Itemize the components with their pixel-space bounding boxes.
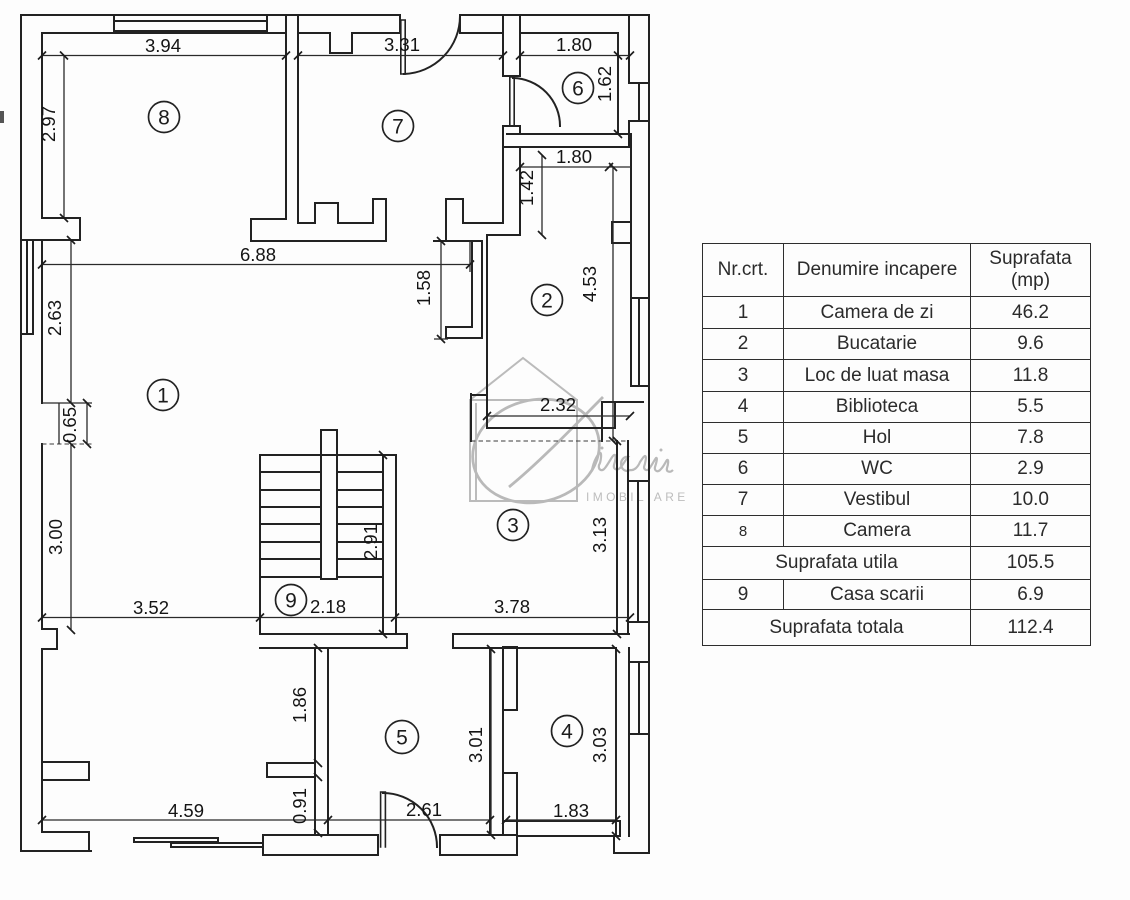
svg-text:2.63: 2.63 [44, 300, 65, 336]
svg-text:8: 8 [158, 107, 170, 130]
svg-text:4.53: 4.53 [579, 266, 600, 302]
svg-text:1: 1 [157, 385, 169, 408]
svg-text:IMOBILIARE: IMOBILIARE [586, 490, 689, 504]
svg-text:3.00: 3.00 [45, 519, 66, 555]
svg-text:0.91: 0.91 [289, 788, 310, 824]
svg-text:2.97: 2.97 [38, 106, 59, 142]
svg-text:0.65: 0.65 [59, 407, 80, 443]
svg-text:6.88: 6.88 [240, 244, 276, 265]
svg-text:3.13: 3.13 [589, 517, 610, 553]
svg-text:3.78: 3.78 [494, 596, 530, 617]
svg-text:2.91: 2.91 [360, 524, 381, 560]
svg-text:3.94: 3.94 [145, 35, 181, 56]
svg-text:1.42: 1.42 [516, 170, 537, 206]
svg-text:2.18: 2.18 [310, 596, 346, 617]
svg-text:3.31: 3.31 [384, 34, 420, 55]
svg-text:1.58: 1.58 [413, 270, 434, 306]
svg-text:1.80: 1.80 [556, 34, 592, 55]
svg-text:4: 4 [561, 721, 573, 744]
svg-text:5: 5 [396, 727, 408, 750]
svg-text:1.80: 1.80 [556, 146, 592, 167]
svg-text:2: 2 [541, 290, 553, 313]
svg-text:2.61: 2.61 [406, 799, 442, 820]
svg-text:3: 3 [507, 515, 519, 538]
svg-text:7: 7 [392, 116, 404, 139]
svg-text:1.62: 1.62 [594, 66, 615, 102]
svg-text:4.59: 4.59 [168, 800, 204, 821]
svg-text:1.86: 1.86 [289, 687, 310, 723]
svg-text:6: 6 [572, 78, 584, 101]
svg-text:9: 9 [285, 590, 297, 613]
svg-text:3.52: 3.52 [133, 597, 169, 618]
svg-text:2.32: 2.32 [540, 394, 576, 415]
svg-text:3.01: 3.01 [465, 727, 486, 763]
svg-text:1.83: 1.83 [553, 800, 589, 821]
svg-text:3.03: 3.03 [589, 727, 610, 763]
